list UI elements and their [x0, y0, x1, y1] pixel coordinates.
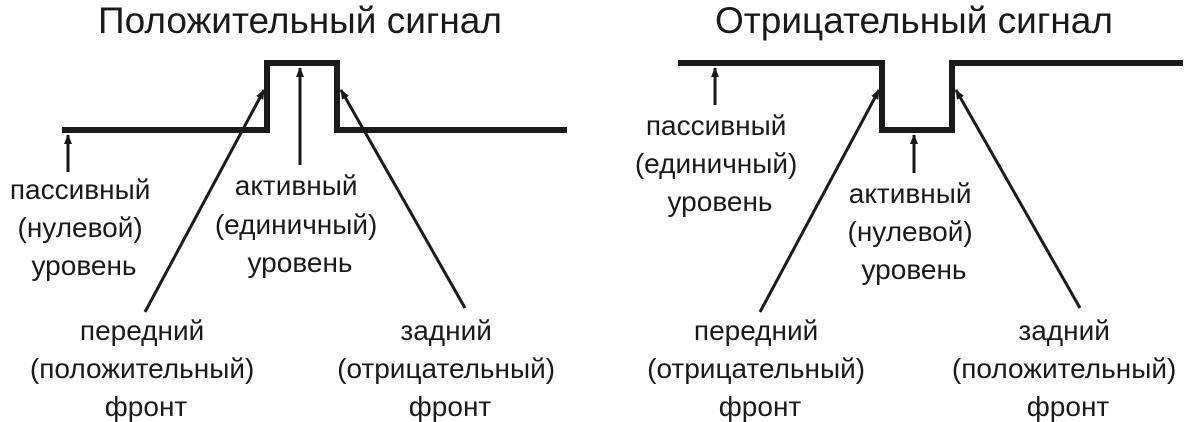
positive-active-level-label: активный (единичный) уровень [215, 170, 385, 278]
negative-leading-edge-line-2: (отрицательный) [647, 353, 865, 384]
positive-leading-edge-line-2: (положительный) [30, 353, 254, 384]
negative-leading-edge-label: передний (отрицательный) фронт [647, 315, 873, 422]
positive-passive-level-line-3: уровень [31, 250, 136, 281]
positive-signal-title: Положительный сигнал [98, 0, 502, 41]
positive-trailing-edge-line-2: (отрицательный) [337, 353, 555, 384]
negative-signal-panel: Отрицательный сигнал пассивный (единичны… [635, 0, 1184, 422]
positive-trailing-edge-label: задний (отрицательный) фронт [337, 315, 563, 422]
positive-leading-edge-pointer [143, 89, 266, 313]
positive-passive-level-label: пассивный (нулевой) уровень [10, 174, 158, 281]
negative-trailing-edge-label: задний (положительный) фронт [952, 315, 1184, 422]
negative-passive-level-line-3: уровень [667, 186, 772, 217]
positive-active-level-line-2: (единичный) [215, 209, 378, 240]
positive-leading-edge-line-1: передний [80, 315, 204, 346]
positive-passive-level-line-2: (нулевой) [18, 212, 143, 243]
positive-trailing-edge-line-1: задний [400, 315, 492, 346]
positive-active-level-line-3: уровень [247, 247, 352, 278]
negative-active-level-line-1: активный [849, 178, 972, 209]
negative-trailing-edge-line-3: фронт [1027, 391, 1110, 422]
negative-signal-waveform [678, 60, 1183, 133]
positive-leading-edge-line-3: фронт [105, 391, 188, 422]
negative-leading-edge-pointer [758, 89, 881, 313]
negative-passive-level-line-1: пассивный [646, 110, 786, 141]
negative-active-level-line-3: уровень [861, 254, 966, 285]
negative-passive-level-label: пассивный (единичный) уровень [635, 110, 805, 217]
negative-passive-level-line-2: (единичный) [635, 148, 798, 179]
positive-active-level-line-1: активный [235, 170, 358, 201]
negative-leading-edge-line-3: фронт [719, 391, 802, 422]
negative-active-level-label: активный (нулевой) уровень [848, 178, 981, 285]
negative-active-level-line-2: (нулевой) [848, 216, 973, 247]
positive-signal-waveform [62, 60, 567, 133]
negative-trailing-edge-line-2: (положительный) [952, 353, 1176, 384]
positive-passive-level-line-1: пассивный [10, 174, 150, 205]
positive-leading-edge-label: передний (положительный) фронт [30, 315, 262, 422]
positive-signal-panel: Положительный сигнал пассивный (нулевой)… [10, 0, 567, 422]
negative-signal-title: Отрицательный сигнал [715, 0, 1113, 41]
negative-trailing-edge-line-1: задний [1018, 315, 1110, 346]
negative-leading-edge-line-1: передний [694, 315, 818, 346]
positive-trailing-edge-pointer [339, 89, 467, 309]
negative-trailing-edge-pointer [954, 89, 1082, 309]
positive-trailing-edge-line-3: фронт [409, 391, 492, 422]
